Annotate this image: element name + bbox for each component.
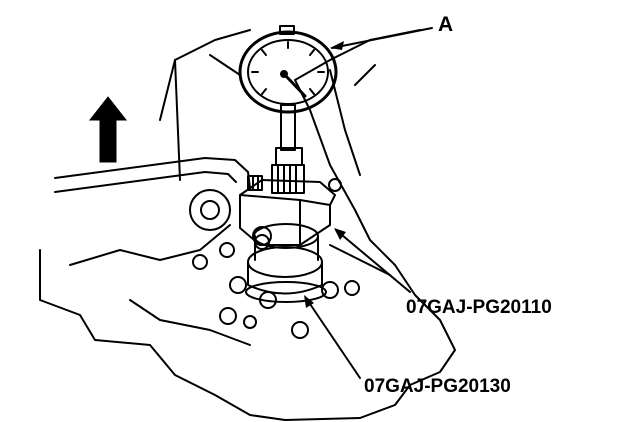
clamp-screw — [247, 175, 263, 191]
tool-label-upper: 07GAJ-PG20110 — [406, 297, 552, 318]
leader-line-tool-lower — [305, 297, 361, 379]
case-rear-panel — [174, 54, 376, 181]
clamp-bolt — [252, 226, 272, 246]
dial-gauge — [238, 25, 338, 114]
up-arrow-icon — [88, 96, 128, 163]
case-bolts — [189, 178, 360, 339]
gauge-needle — [282, 72, 307, 98]
arrowhead-gauge — [330, 41, 344, 50]
handle-bar — [54, 157, 251, 193]
case-inner-edge — [69, 224, 391, 346]
knurled-adapter — [271, 147, 305, 194]
gauge-label: A — [438, 13, 454, 36]
arrowhead-tool-lower — [304, 295, 314, 308]
leader-line-gauge — [331, 27, 433, 49]
arrowhead-tool-upper — [334, 228, 346, 240]
transmission-case — [39, 29, 456, 421]
tool-label-lower: 07GAJ-PG20130 — [364, 376, 511, 397]
leader-line-tool-upper — [335, 229, 411, 293]
